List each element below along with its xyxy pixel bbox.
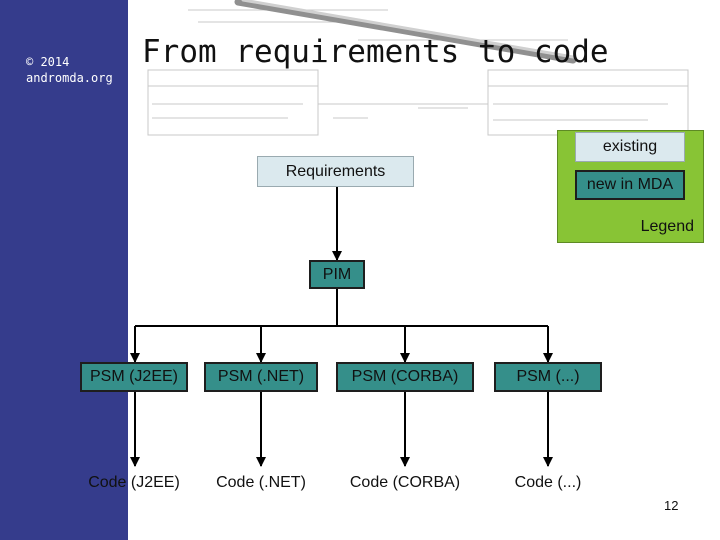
- copyright-year: © 2014: [26, 55, 70, 69]
- pim-box: PIM: [309, 260, 365, 289]
- code-j2ee: Code (J2EE): [88, 474, 180, 491]
- code-corba: Code (CORBA): [349, 474, 461, 491]
- slide-title: From requirements to code: [142, 34, 609, 70]
- code-net: Code (.NET): [216, 474, 306, 491]
- legend-existing: existing: [575, 132, 685, 162]
- code-other: Code (...): [514, 474, 582, 491]
- copyright-site: andromda.org: [26, 71, 113, 85]
- legend-new-in-mda: new in MDA: [575, 170, 685, 200]
- copyright: © 2014 andromda.org: [26, 54, 113, 86]
- legend-label: Legend: [640, 218, 694, 235]
- psm-net-box: PSM (.NET): [204, 362, 318, 392]
- requirements-box: Requirements: [257, 156, 414, 187]
- psm-corba-box: PSM (CORBA): [336, 362, 474, 392]
- page-number: 12: [664, 498, 679, 513]
- psm-other-box: PSM (...): [494, 362, 602, 392]
- psm-j2ee-box: PSM (J2EE): [80, 362, 188, 392]
- sidebar: © 2014 andromda.org: [0, 0, 128, 540]
- uml-sketch-background: [147, 0, 689, 136]
